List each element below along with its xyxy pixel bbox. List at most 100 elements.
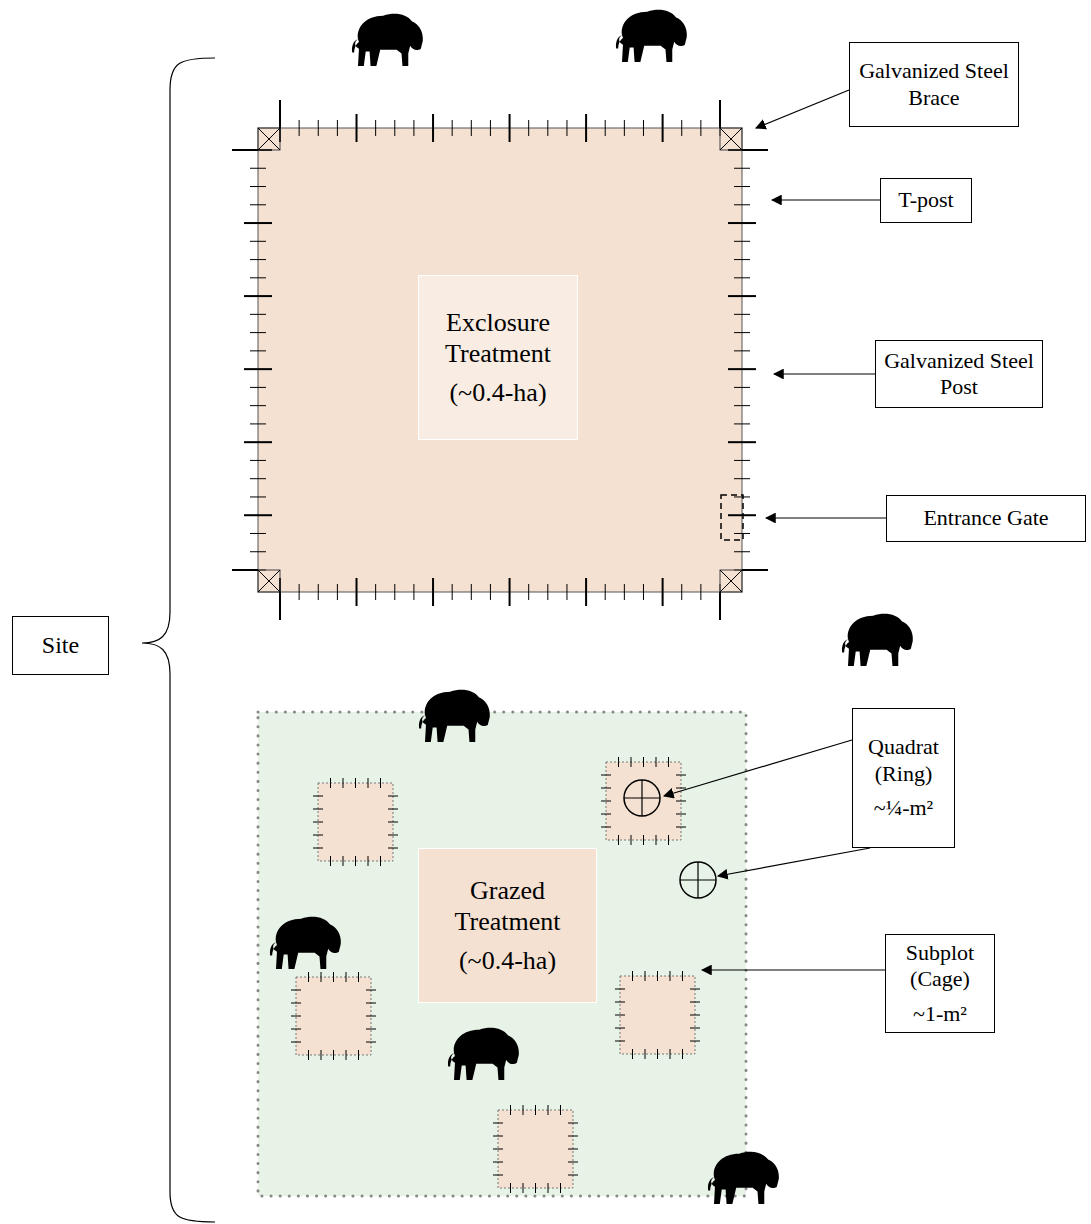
- cage-post: [656, 757, 657, 767]
- cage-post: [366, 1029, 376, 1030]
- cage-post: [313, 848, 323, 849]
- t-post: [299, 584, 300, 600]
- t-post: [547, 120, 548, 136]
- cage-post: [291, 1016, 301, 1017]
- steel-post: [585, 578, 587, 606]
- steel-post: [244, 441, 272, 443]
- t-post: [681, 120, 682, 136]
- cage-post: [321, 1050, 322, 1060]
- t-post: [734, 168, 750, 169]
- steel-brace: [258, 128, 280, 150]
- steel-post: [728, 514, 756, 516]
- t-post: [734, 496, 750, 497]
- cage-post: [535, 1183, 536, 1193]
- cage-post: [510, 1105, 511, 1115]
- steel-brace: [720, 128, 742, 150]
- t-post: [734, 277, 750, 278]
- cage-post: [535, 1105, 536, 1115]
- cage-post: [355, 856, 356, 866]
- t-post: [734, 460, 750, 461]
- cage-post: [682, 971, 683, 981]
- cage-post: [308, 972, 309, 982]
- cage: [318, 783, 393, 861]
- steel-post: [432, 114, 434, 142]
- cage-post: [631, 757, 632, 767]
- cage-post: [330, 856, 331, 866]
- steel-post: [244, 514, 272, 516]
- t-post: [250, 168, 266, 169]
- cage-post: [615, 1041, 625, 1042]
- t-post: [624, 120, 625, 136]
- cage-post: [523, 1183, 524, 1193]
- steel-post: [244, 368, 272, 370]
- cage-post: [313, 796, 323, 797]
- cage-post: [321, 972, 322, 982]
- t-post: [452, 584, 453, 600]
- node-heading: T-post: [898, 187, 953, 213]
- steel-brace: [720, 570, 742, 592]
- cage-post: [615, 1015, 625, 1016]
- t-post: [375, 584, 376, 600]
- t-post: [605, 584, 606, 600]
- cage-post: [313, 809, 323, 810]
- t-post: [734, 478, 750, 479]
- corner-post: [719, 592, 721, 620]
- t-post: [250, 496, 266, 497]
- t-post: [318, 120, 319, 136]
- entrance-gate: [721, 495, 743, 540]
- cage-post: [615, 1002, 625, 1003]
- cage-post: [308, 1050, 309, 1060]
- t-post: [734, 423, 750, 424]
- quadrat-ring: [641, 780, 642, 816]
- callout-box: Subplot (Cage)~1-m²: [885, 934, 995, 1033]
- node-heading: Entrance Gate: [923, 505, 1048, 531]
- cage-post: [670, 971, 671, 981]
- cage-post: [657, 971, 658, 981]
- steel-brace: [258, 128, 280, 150]
- corner-post: [742, 569, 768, 571]
- steel-post: [585, 114, 587, 142]
- node-heading: Grazed Treatment: [425, 875, 590, 937]
- treatment-label: Exclosure Treatment(~0.4-ha): [418, 275, 578, 440]
- cage-post: [690, 1028, 700, 1029]
- cage-post: [668, 757, 669, 767]
- t-post: [250, 405, 266, 406]
- node-heading: Galvanized Steel Brace: [856, 58, 1012, 111]
- callout-box: Galvanized Steel Post: [875, 340, 1043, 408]
- cage-post: [618, 757, 619, 767]
- t-post: [734, 387, 750, 388]
- cage-post: [313, 822, 323, 823]
- bison-icon: [842, 614, 913, 666]
- t-post: [528, 584, 529, 600]
- node-heading: Exclosure Treatment: [425, 307, 571, 369]
- node-detail: (~0.4-ha): [459, 945, 556, 976]
- bison-icon: [270, 917, 341, 969]
- t-post: [528, 120, 529, 136]
- t-post: [605, 120, 606, 136]
- cage-post: [493, 1136, 503, 1137]
- callout-box: T-post: [880, 178, 972, 223]
- site-bracket: [142, 58, 215, 1222]
- cage-post: [676, 801, 686, 802]
- node-heading: Site: [42, 631, 79, 660]
- cage-post: [676, 827, 686, 828]
- cage-post: [568, 1175, 578, 1176]
- cage-post: [346, 1050, 347, 1060]
- leader-arrow: [756, 90, 849, 128]
- steel-post: [728, 368, 756, 370]
- t-post: [734, 241, 750, 242]
- steel-post: [244, 222, 272, 224]
- steel-brace: [720, 128, 742, 150]
- cage-post: [366, 1042, 376, 1043]
- cage-post: [388, 796, 398, 797]
- cage-post: [380, 778, 381, 788]
- cage-post: [493, 1162, 503, 1163]
- cage-post: [291, 1042, 301, 1043]
- cage-post: [690, 1002, 700, 1003]
- cage-post: [560, 1183, 561, 1193]
- t-post: [394, 120, 395, 136]
- t-post: [413, 584, 414, 600]
- t-post: [375, 120, 376, 136]
- cage-post: [560, 1105, 561, 1115]
